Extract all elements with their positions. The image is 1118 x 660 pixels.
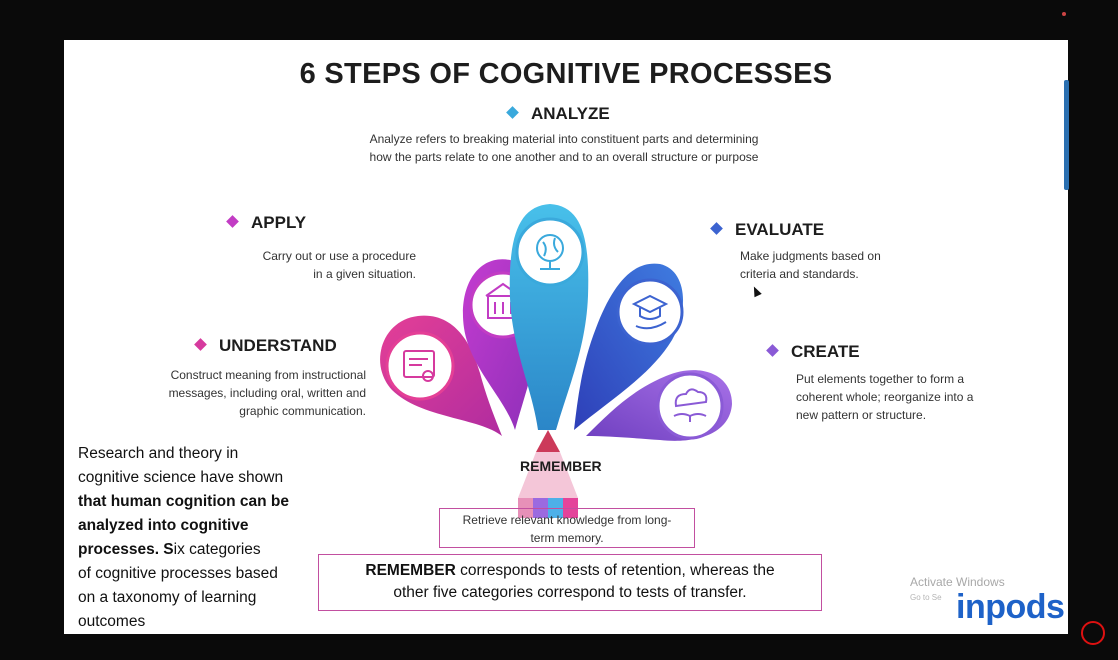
remember-line-1: Retrieve relevant knowledge from long- — [462, 513, 672, 527]
apply-line-1: Carry out or use a procedure — [262, 249, 416, 263]
create-description: Put elements together to form a coherent… — [796, 370, 1016, 424]
graduation-cap-icon — [631, 294, 669, 330]
diamond-bullet-icon — [226, 215, 239, 228]
analyze-line-2: how the parts relate to one another and … — [369, 150, 759, 164]
evaluate-heading: EVALUATE — [710, 220, 825, 240]
understand-heading: UNDERSTAND — [194, 336, 337, 356]
evaluate-line-1: Make judgments based on — [740, 249, 881, 263]
understand-heading-text: UNDERSTAND — [219, 336, 337, 355]
understand-line-1: Construct meaning from instructional — [170, 368, 366, 382]
research-line-3: that human cognition can be — [78, 493, 289, 510]
analyze-heading: ANALYZE — [506, 104, 610, 124]
research-line-7: on a taxonomy of learning — [78, 589, 257, 606]
evaluate-heading-text: EVALUATE — [735, 220, 825, 239]
mouse-cursor-icon — [750, 284, 762, 298]
evaluate-petal — [574, 263, 684, 430]
bottom-note-rest: corresponds to tests of retention, where… — [455, 562, 775, 579]
analyze-line-1: Analyze refers to breaking material into… — [369, 132, 759, 146]
bottom-note-bold: REMEMBER — [365, 562, 456, 579]
understand-line-2: messages, including oral, written and — [168, 386, 366, 400]
inpods-logo: inpods — [956, 588, 1065, 626]
research-line-2: cognitive science have shown — [78, 469, 284, 486]
presentation-slide: 6 STEPS OF COGNITIVE PROCESSES ANALYZE A… — [64, 40, 1068, 634]
create-petal — [586, 370, 732, 441]
evaluate-line-2: criteria and standards. — [740, 267, 859, 281]
record-button[interactable] — [1081, 621, 1105, 645]
diamond-bullet-icon — [194, 338, 207, 351]
analyze-description: Analyze refers to breaking material into… — [264, 130, 864, 166]
apply-description: Carry out or use a procedure in a given … — [204, 247, 416, 283]
book-cloud-icon — [673, 388, 708, 422]
remember-heading: REMEMBER — [520, 458, 602, 474]
apply-heading: APPLY — [226, 213, 307, 233]
create-heading-text: CREATE — [791, 342, 860, 361]
activate-windows-subtext: Go to Se — [910, 593, 942, 602]
bottom-note-line-2: other five categories correspond to test… — [393, 584, 747, 601]
pencil-icon — [518, 430, 578, 518]
research-line-4: analyzed into cognitive — [78, 517, 249, 534]
diamond-bullet-icon — [766, 344, 779, 357]
research-line-1: Research and theory in — [78, 445, 239, 462]
understand-petal — [380, 315, 502, 436]
understand-line-3: graphic communication. — [239, 404, 366, 418]
scrollbar-thumb[interactable] — [1064, 80, 1069, 190]
analyze-petal — [509, 204, 589, 430]
create-line-2: coherent whole; reorganize into a — [796, 390, 974, 404]
create-heading: CREATE — [766, 342, 860, 362]
bottom-note-line-1: REMEMBER corresponds to tests of retenti… — [319, 560, 821, 582]
research-line-5: processes. Six categories — [78, 538, 318, 562]
activate-windows-watermark: Activate Windows — [910, 575, 1005, 589]
research-line-5-bold: processes. S — [78, 541, 174, 558]
globe-icon — [536, 234, 564, 270]
remember-line-2: term memory. — [530, 531, 604, 545]
diamond-bullet-icon — [506, 106, 519, 119]
slide-title: 6 STEPS OF COGNITIVE PROCESSES — [299, 58, 833, 90]
analyze-heading-text: ANALYZE — [531, 104, 610, 123]
research-paragraph: Research and theory in cognitive science… — [78, 442, 318, 634]
understand-description: Construct meaning from instructional mes… — [124, 366, 366, 420]
certificate-icon — [403, 350, 435, 382]
bottom-note-box: REMEMBER corresponds to tests of retenti… — [318, 554, 822, 611]
recording-indicator-dot — [1062, 12, 1066, 16]
research-line-8: outcomes — [78, 613, 146, 630]
research-line-5-rest: ix categories — [173, 541, 261, 558]
evaluate-description: Make judgments based on criteria and sta… — [740, 247, 940, 283]
remember-description-box: Retrieve relevant knowledge from long- t… — [439, 508, 695, 548]
apply-line-2: in a given situation. — [313, 267, 416, 281]
create-line-3: new pattern or structure. — [796, 408, 927, 422]
create-line-1: Put elements together to form a — [796, 372, 965, 386]
research-line-6: of cognitive processes based — [78, 565, 278, 582]
apply-heading-text: APPLY — [251, 213, 307, 232]
petal-diagram — [380, 204, 732, 518]
